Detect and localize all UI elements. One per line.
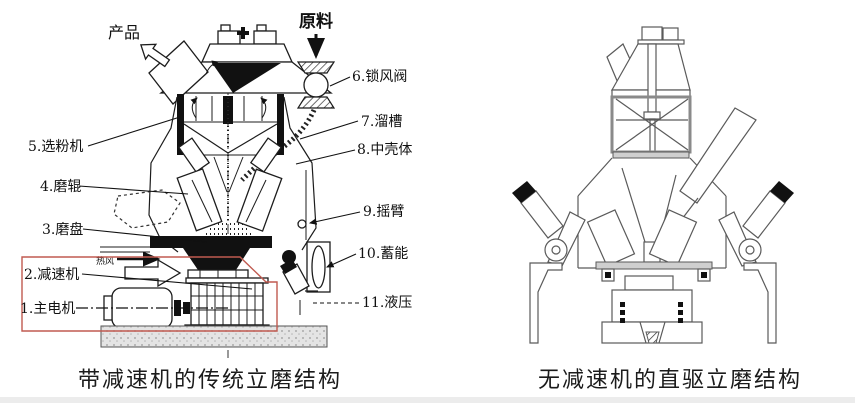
label-airlock-valve: 6.锁风阀 bbox=[352, 69, 407, 85]
left-diagram-caption: 带减速机的传统立磨结构 bbox=[77, 368, 342, 393]
label-rocker-arm: 9.摇臂 bbox=[363, 204, 404, 220]
left-mill-diagram: 产品 原料 bbox=[20, 11, 412, 358]
leg-right bbox=[743, 262, 777, 344]
label-accumulator: 10.蓄能 bbox=[358, 246, 408, 262]
product-label: 产品 bbox=[108, 23, 140, 42]
gearbox bbox=[184, 277, 270, 332]
right-diagram-caption: 无减速机的直驱立磨结构 bbox=[537, 368, 802, 393]
classifier-frame bbox=[610, 95, 692, 159]
airlock-valve bbox=[296, 61, 336, 109]
table-plate bbox=[595, 261, 713, 270]
rocker-arm-pivot bbox=[297, 219, 307, 229]
label-hydraulic: 11.液压 bbox=[362, 295, 412, 311]
right-mill-diagram bbox=[512, 26, 794, 344]
foundation-slab bbox=[100, 325, 328, 348]
pivot-right bbox=[738, 238, 762, 262]
label-middle-shell: 8.中壳体 bbox=[357, 141, 412, 158]
table-bolts bbox=[601, 268, 711, 282]
direct-drive-housing bbox=[601, 275, 703, 344]
material-stream-dots bbox=[206, 98, 252, 235]
product-outlet-duct bbox=[148, 40, 209, 105]
hot-air-label: 热风 bbox=[96, 255, 114, 267]
label-gearbox: 2.减速机 bbox=[24, 267, 79, 283]
top-drive-units bbox=[637, 26, 685, 45]
leg-left bbox=[529, 262, 563, 344]
hydraulic-cylinder-left bbox=[512, 181, 564, 239]
label-grinding-table: 3.磨盘 bbox=[42, 221, 83, 238]
hydraulic-cylinder bbox=[280, 259, 318, 315]
leader-lines bbox=[78, 76, 361, 304]
label-grinding-roller: 4.磨辊 bbox=[40, 179, 81, 195]
label-chute: 7.溜槽 bbox=[361, 114, 402, 130]
classifier-drive-motors bbox=[217, 24, 277, 45]
label-main-motor: 1.主电机 bbox=[20, 301, 75, 317]
hydraulic-cylinder-right bbox=[742, 181, 794, 239]
grinding-roller-right bbox=[236, 137, 283, 232]
roller-left bbox=[586, 209, 636, 267]
grinding-roller-left bbox=[176, 137, 223, 232]
hot-air-inlet bbox=[100, 246, 182, 288]
roller-right bbox=[648, 209, 698, 267]
product-flow-arrow bbox=[140, 43, 171, 68]
bottom-edge-strip bbox=[0, 397, 855, 403]
feed-chute-stream bbox=[240, 108, 317, 182]
accumulator bbox=[306, 241, 331, 293]
drive-train-annotation-box bbox=[21, 256, 278, 332]
pivot-left bbox=[544, 238, 568, 262]
hidden-roller-outline bbox=[113, 189, 181, 229]
label-classifier: 5.选粉机 bbox=[28, 139, 83, 155]
raw-material-label: 原料 bbox=[299, 11, 333, 32]
